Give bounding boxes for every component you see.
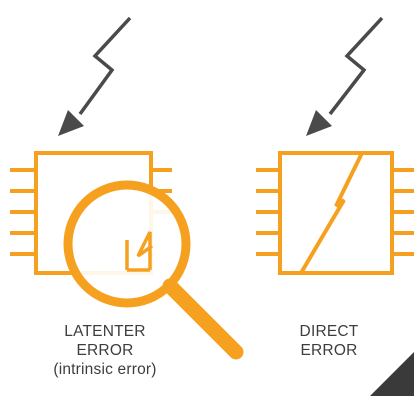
- latent-error-label-line2: ERROR: [76, 342, 134, 359]
- right-chip-icon: [256, 151, 414, 275]
- direct-error-label-line1: DIRECT: [299, 323, 359, 340]
- latent-error-label-line3: (intrinsic error): [53, 361, 157, 378]
- direct-error-label: DIRECT ERROR: [279, 322, 379, 360]
- latent-error-label-line1: LATENTER: [64, 323, 146, 340]
- latent-error-label: LATENTER ERROR (intrinsic error): [40, 322, 170, 379]
- direct-error-label-line2: ERROR: [300, 342, 358, 359]
- magnifier-icon: [63, 180, 244, 360]
- corner-triangle: [370, 352, 414, 396]
- right-lightning-arrow-icon: [306, 16, 384, 136]
- left-lightning-arrow-icon: [58, 16, 132, 136]
